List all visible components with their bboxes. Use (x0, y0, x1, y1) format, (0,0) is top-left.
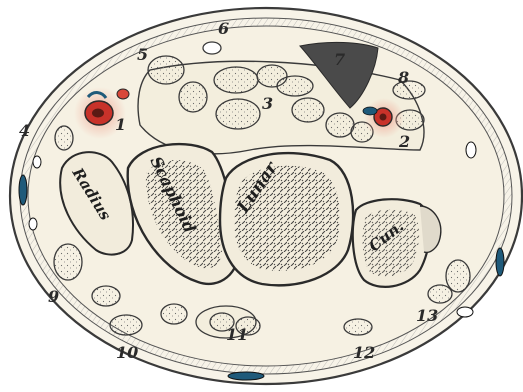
label-12: 12 (353, 343, 375, 362)
label-5: 5 (137, 45, 148, 64)
label-11: 11 (226, 325, 248, 344)
label-10: 10 (116, 343, 138, 362)
lunar-bone (220, 153, 353, 285)
label-2: 2 (398, 132, 410, 151)
label-3: 3 (262, 94, 273, 113)
label-1: 1 (115, 115, 126, 134)
label-8: 8 (397, 68, 409, 87)
label-9: 9 (48, 287, 59, 306)
label-6: 6 (218, 19, 229, 38)
label-4: 4 (19, 121, 30, 140)
label-7: 7 (334, 50, 345, 69)
label-13: 13 (416, 306, 438, 325)
